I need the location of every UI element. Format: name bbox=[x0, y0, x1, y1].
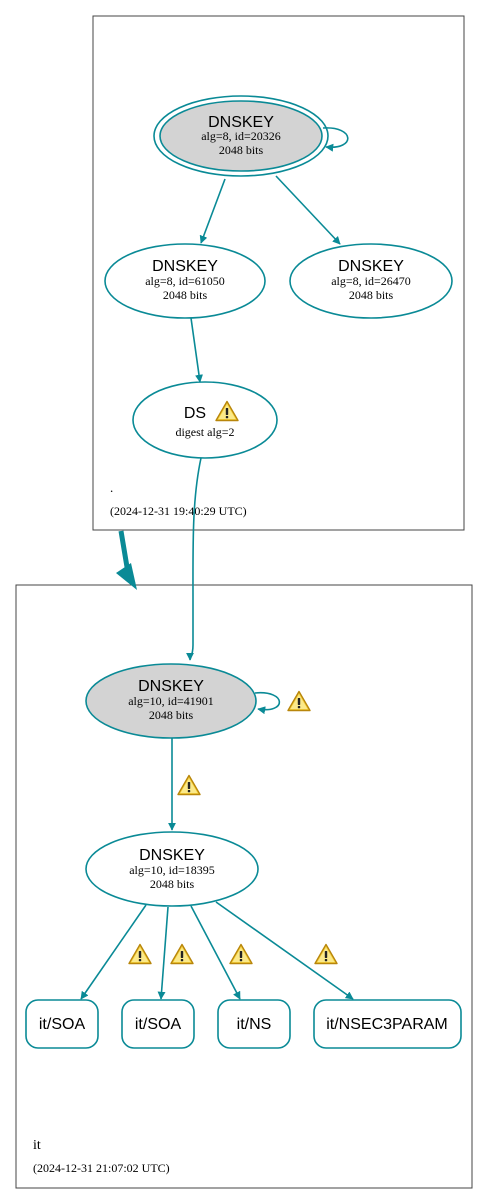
node-rr-soa2[interactable]: it/SOA bbox=[121, 999, 195, 1049]
edges bbox=[80, 127, 354, 1000]
cluster-root: . (2024-12-31 19:40:29 UTC) bbox=[92, 15, 465, 531]
edge-zsk-to-soa2 bbox=[157, 906, 169, 1000]
node-detail: alg=10, id=18395 bbox=[129, 863, 215, 877]
edge-zsk1-to-ds bbox=[190, 317, 203, 383]
delegation-arrowhead bbox=[116, 563, 137, 590]
node-root-ksk[interactable]: DNSKEY alg=8, id=20326 2048 bits bbox=[153, 95, 329, 177]
node-detail: digest alg=2 bbox=[175, 425, 234, 439]
rr-label: it/SOA bbox=[39, 1016, 86, 1033]
edge-zsk-to-nsec3param bbox=[215, 901, 354, 1000]
edge-root-ksk-to-zsk1 bbox=[199, 178, 226, 244]
edge-root-ksk-self bbox=[322, 127, 349, 152]
cluster-it: it (2024-12-31 21:07:02 UTC) bbox=[15, 584, 473, 1189]
node-detail: alg=10, id=41901 bbox=[128, 694, 214, 708]
node-detail: alg=8, id=26470 bbox=[331, 274, 411, 288]
edge-zsk-to-ns bbox=[190, 905, 241, 1000]
node-detail: alg=8, id=20326 bbox=[201, 129, 281, 143]
node-title: DNSKEY bbox=[139, 847, 205, 864]
warning-icon[interactable] bbox=[287, 690, 311, 712]
node-detail: 2048 bits bbox=[149, 708, 194, 722]
edge-zsk-to-soa1 bbox=[80, 904, 147, 1000]
cluster-it-timestamp: (2024-12-31 21:07:02 UTC) bbox=[33, 1161, 170, 1175]
rr-label: it/SOA bbox=[135, 1016, 182, 1033]
node-it-zsk[interactable]: DNSKEY alg=10, id=18395 2048 bits bbox=[85, 831, 259, 907]
node-rr-ns[interactable]: it/NS bbox=[217, 999, 291, 1049]
node-detail: 2048 bits bbox=[219, 143, 264, 157]
rr-label: it/NS bbox=[237, 1016, 272, 1033]
node-root-zsk2[interactable]: DNSKEY alg=8, id=26470 2048 bits bbox=[289, 243, 453, 319]
cluster-it-label: it bbox=[33, 1138, 41, 1153]
node-title: DNSKEY bbox=[138, 678, 204, 695]
node-detail: alg=8, id=61050 bbox=[145, 274, 225, 288]
warning-icon[interactable] bbox=[177, 774, 201, 796]
warning-icon[interactable] bbox=[314, 943, 338, 965]
node-title: DNSKEY bbox=[152, 258, 218, 275]
cluster-root-label: . bbox=[110, 480, 113, 495]
edge-root-ksk-to-zsk2 bbox=[275, 175, 341, 245]
node-title: DNSKEY bbox=[208, 114, 274, 131]
node-detail: 2048 bits bbox=[349, 288, 394, 302]
warning-icon[interactable] bbox=[128, 943, 152, 965]
node-root-zsk1[interactable]: DNSKEY alg=8, id=61050 2048 bits bbox=[104, 243, 266, 319]
rr-label: it/NSEC3PARAM bbox=[326, 1016, 448, 1033]
node-title: DS bbox=[184, 405, 206, 422]
warning-icon[interactable] bbox=[170, 943, 194, 965]
cluster-root-timestamp: (2024-12-31 19:40:29 UTC) bbox=[110, 504, 247, 518]
node-rr-nsec3param[interactable]: it/NSEC3PARAM bbox=[313, 999, 462, 1049]
node-it-ds[interactable]: DS digest alg=2 bbox=[132, 381, 278, 459]
node-rr-soa1[interactable]: it/SOA bbox=[25, 999, 99, 1049]
node-detail: 2048 bits bbox=[150, 877, 195, 891]
node-it-ksk[interactable]: DNSKEY alg=10, id=41901 2048 bits bbox=[85, 663, 257, 739]
edge-it-ksk-self bbox=[254, 692, 281, 715]
warning-icon[interactable] bbox=[229, 943, 253, 965]
node-title: DNSKEY bbox=[338, 258, 404, 275]
edge-ds-to-it-ksk bbox=[186, 457, 202, 661]
node-detail: 2048 bits bbox=[163, 288, 208, 302]
